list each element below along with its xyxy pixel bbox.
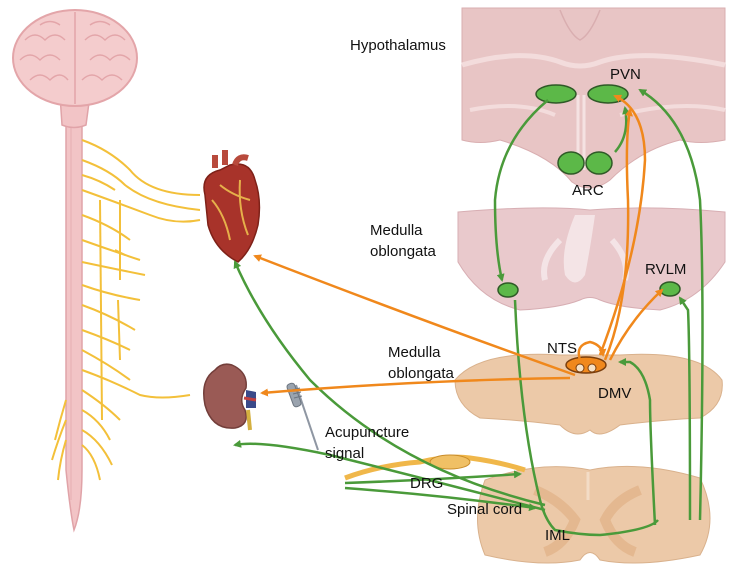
medulla-middle-section [454,353,723,435]
heart-icon [203,150,261,263]
label-rvlm: RVLM [645,261,686,278]
green-pathways [233,88,704,537]
label-acupuncture-line2: signal [325,445,364,462]
label-medulla-top-line1: Medulla [370,222,423,239]
medulla-upper-section [457,207,726,311]
acupuncture-needle-icon [286,382,319,451]
label-iml: IML [545,527,570,544]
hypothalamus-section [461,7,726,189]
label-acupuncture-line1: Acupuncture [325,424,409,441]
label-drg: DRG [410,475,443,492]
arc-left-nucleus [557,151,585,175]
rvlm-nucleus [659,281,681,297]
label-medulla-mid-line1: Medulla [388,344,441,361]
arc-right-nucleus [585,151,613,175]
labels: Hypothalamus PVN ARC Medulla oblongata R… [325,37,686,544]
label-pvn: PVN [610,66,641,83]
orange-pathways [253,94,664,397]
medulla-left-nucleus [497,282,519,298]
label-dmv: DMV [598,385,631,402]
nts-nucleus [565,356,607,374]
label-arc: ARC [572,182,604,199]
label-medulla-top-line2: oblongata [370,243,437,260]
kidney-icon [203,363,257,431]
spinal-cord-section [344,454,711,564]
sympathetic-nerves [51,139,201,481]
brain-spinal-cord-icon [12,9,201,533]
label-medulla-mid-line2: oblongata [388,365,455,382]
pvn-left-nucleus [535,84,577,104]
label-hypothalamus: Hypothalamus [350,37,446,54]
label-spinal-cord: Spinal cord [447,501,522,518]
drg-ganglion [429,454,471,470]
label-nts: NTS [547,340,577,357]
